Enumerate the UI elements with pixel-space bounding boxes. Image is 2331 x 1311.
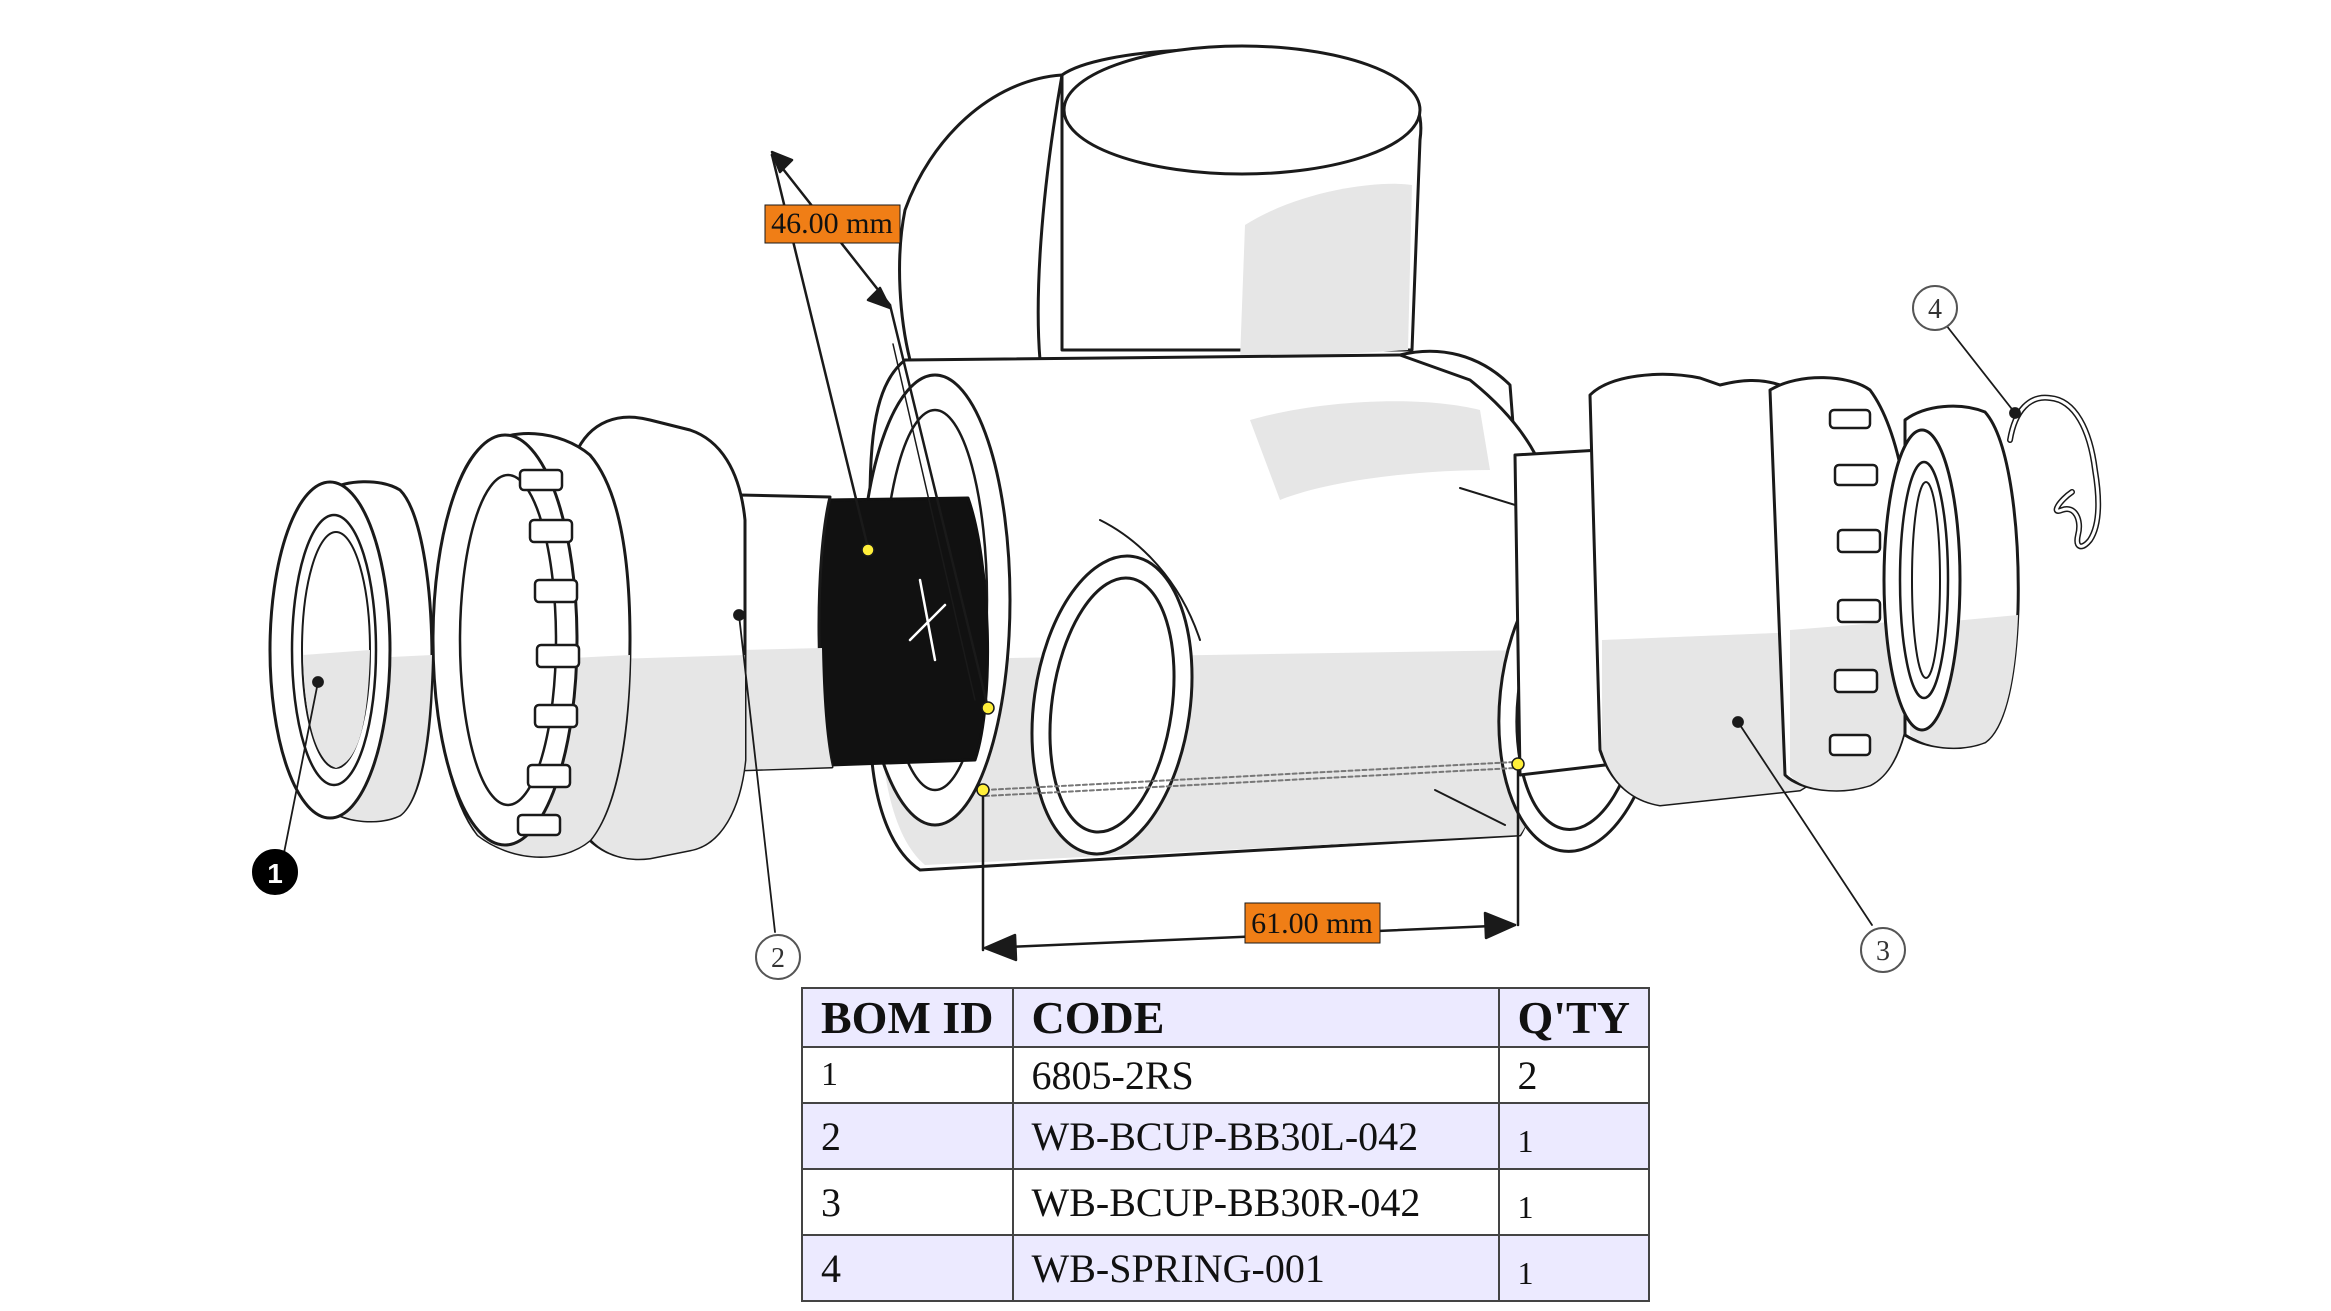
- shell-edge-line: [1459, 487, 1526, 509]
- balloon-2: 2: [755, 934, 801, 980]
- bom-row: 4 WB-SPRING-001 1: [801, 1234, 1650, 1302]
- leader-dot: [2009, 407, 2021, 419]
- balloon-label: 1: [267, 858, 283, 889]
- measure-line: [984, 761, 1516, 791]
- dimension-arrowhead: [983, 933, 1018, 962]
- seat-tube-shade: [1240, 183, 1412, 360]
- bom-cell-qty: 2: [1497, 1046, 1650, 1104]
- bom-header-row: BOM ID CODE Q'TY: [801, 987, 1650, 1048]
- left-bearing: [268, 480, 434, 823]
- dimension-label-bg: [764, 204, 901, 244]
- cup-bore: [458, 473, 558, 807]
- dimension-arrowhead: [770, 150, 794, 174]
- bom-header-qty: Q'TY: [1497, 987, 1650, 1048]
- bom-header-code: CODE: [1011, 987, 1500, 1048]
- bom-row: 3 WB-BCUP-BB30R-042 1: [801, 1168, 1650, 1236]
- leader-line-4: [1945, 324, 2016, 414]
- threaded-section: [816, 496, 990, 767]
- balloon-1: 1: [252, 849, 298, 895]
- cup-flange-shade: [1790, 620, 1915, 791]
- seat-tube-top: [1062, 44, 1422, 176]
- spring-clip: [2007, 394, 2102, 550]
- shell-port-inner: [1048, 576, 1176, 834]
- bom-header-id: BOM ID: [801, 987, 1014, 1048]
- balloon-label: 3: [1876, 936, 1890, 967]
- balloon-circle: [755, 934, 801, 980]
- bom-cell-id: 2: [801, 1102, 1014, 1170]
- dimension-arrowhead: [866, 286, 892, 310]
- frame-lug: [898, 73, 1064, 362]
- pick-point: [976, 783, 990, 797]
- dimension-label-61: 61.00 mm: [1244, 902, 1381, 944]
- dimension-label-46: 46.00 mm: [764, 204, 901, 244]
- pick-point: [1511, 757, 1525, 771]
- right-bearing: [1882, 404, 2020, 750]
- dimension-label-bg: [1244, 902, 1381, 944]
- balloon-leaders: [282, 324, 2021, 933]
- threads: [816, 496, 990, 767]
- bearing-bore: [1911, 481, 1941, 679]
- bom-row: 2 WB-BCUP-BB30L-042 1: [801, 1102, 1650, 1170]
- thread-mark: [908, 578, 947, 662]
- left-bearing-cup: [431, 415, 834, 861]
- leader-line-1: [282, 681, 319, 859]
- bom-cell-code: 6805-2RS: [1011, 1046, 1500, 1104]
- balloon-circle: [1860, 927, 1906, 973]
- leader-line-3: [1737, 721, 1873, 926]
- leader-dot: [312, 676, 324, 688]
- dimension-arrowhead: [1483, 911, 1517, 940]
- bom-cell-code: WB-SPRING-001: [1011, 1234, 1500, 1302]
- pick-point: [861, 543, 875, 557]
- balloon-label: 2: [771, 943, 785, 974]
- balloon-label: 4: [1928, 294, 1942, 325]
- bom-table: BOM ID CODE Q'TY 1 6805-2RS 2 2 WB-BCUP-…: [801, 987, 1650, 1302]
- balloon-circle: [252, 849, 298, 895]
- bb-shell-shade-top: [1250, 401, 1490, 500]
- bom-row: 1 6805-2RS 2: [801, 1046, 1650, 1104]
- bom-cell-code: WB-BCUP-BB30R-042: [1011, 1168, 1500, 1236]
- extension-line: [892, 343, 976, 701]
- bom-cell-id: 1: [801, 1046, 1014, 1104]
- leader-dot: [1732, 716, 1744, 728]
- measure-line: [984, 767, 1516, 797]
- dimension-label-text: 61.00 mm: [1251, 907, 1373, 940]
- bom-cell-id: 4: [801, 1234, 1014, 1302]
- shell-edge-line: [1099, 519, 1201, 641]
- extension-line: [888, 303, 990, 710]
- shell-edge-line: [1434, 789, 1506, 826]
- pick-point: [981, 701, 995, 715]
- spring-wire-inner: [2008, 396, 2100, 548]
- cup-spigot-shade: [742, 648, 832, 770]
- pick-points: [861, 543, 1525, 797]
- dimension-label-text: 46.00 mm: [771, 207, 893, 240]
- leader-dot: [733, 609, 745, 621]
- right-bearing-cup: [1513, 372, 1917, 807]
- bom-cell-code: WB-BCUP-BB30L-042: [1011, 1102, 1500, 1170]
- cup-notches: [516, 468, 581, 837]
- balloon-circle: [1912, 285, 1958, 331]
- balloon-3: 3: [1860, 927, 1906, 973]
- balloon-4: 4: [1912, 285, 1958, 331]
- cup-notches: [1828, 408, 1882, 757]
- spring-wire: [2007, 394, 2102, 550]
- leader-line-2: [738, 614, 776, 933]
- bom-cell-id: 3: [801, 1168, 1014, 1236]
- bom-cell-qty: 1: [1497, 1168, 1650, 1236]
- bom-cell-qty: 1: [1497, 1102, 1650, 1170]
- bom-cell-qty: 1: [1497, 1234, 1650, 1302]
